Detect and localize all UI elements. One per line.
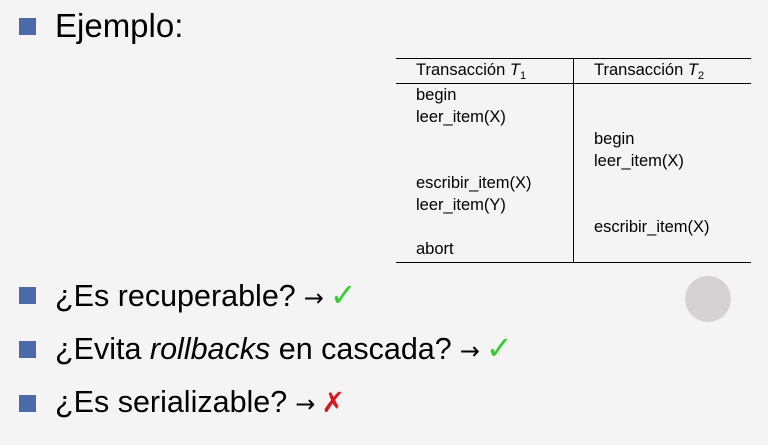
t1-op: leer_item(Y) [416, 196, 506, 214]
t1-op [416, 128, 564, 150]
question-text-tail: en cascada? [270, 332, 452, 366]
check-icon: ✓ [329, 276, 357, 314]
question-emphasis: rollbacks [149, 332, 271, 366]
heading-bullet [19, 18, 36, 35]
question-bullet [19, 341, 36, 358]
table-header-row: Transacción T1 Transacción T2 [396, 58, 751, 84]
question-text: ¿Es recuperable? [55, 279, 296, 313]
question-recoverable: ¿Es recuperable?→✓ [55, 275, 357, 318]
question-text: ¿Es serializable? [55, 385, 288, 419]
check-icon: ✓ [485, 329, 513, 367]
t2-op: begin [594, 130, 635, 148]
t2-operations-cell: begin leer_item(X) escribir_item(X) [573, 83, 751, 263]
t2-op: leer_item(X) [594, 152, 684, 170]
table-body-row: begin leer_item(X) escribir_item(X) leer… [396, 83, 751, 263]
t2-op [594, 172, 742, 194]
t1-op: abort [416, 240, 454, 258]
cross-icon: ✗ [321, 386, 345, 419]
header-t2: Transacción T2 [573, 58, 751, 84]
right-arrow-icon: → [295, 390, 316, 418]
header-t1: Transacción T1 [396, 58, 574, 84]
t1-operations-cell: begin leer_item(X) escribir_item(X) leer… [396, 83, 574, 263]
t2-op [594, 238, 742, 260]
t1-op [416, 216, 564, 238]
t2-op [594, 106, 742, 128]
question-serializable: ¿Es serializable?→✗ [55, 382, 345, 424]
heading-text: Ejemplo: [55, 7, 184, 44]
right-arrow-icon: → [303, 284, 324, 312]
question-bullet [19, 287, 36, 304]
t1-op: escribir_item(X) [416, 174, 532, 192]
question-cascading-rollbacks: ¿Evita rollbacks en cascada?→✓ [55, 328, 513, 371]
t1-op: leer_item(X) [416, 108, 506, 126]
t1-op [416, 150, 564, 172]
t1-op: begin [416, 86, 457, 104]
t2-op: escribir_item(X) [594, 218, 710, 236]
question-text: ¿Evita [55, 332, 150, 366]
t2-op [594, 194, 742, 216]
pointer-cursor-indicator [685, 276, 731, 322]
right-arrow-icon: → [459, 337, 480, 365]
transaction-schedule-table: Transacción T1 Transacción T2 begin leer… [396, 58, 751, 263]
t2-op [594, 84, 742, 106]
question-bullet [19, 395, 36, 412]
